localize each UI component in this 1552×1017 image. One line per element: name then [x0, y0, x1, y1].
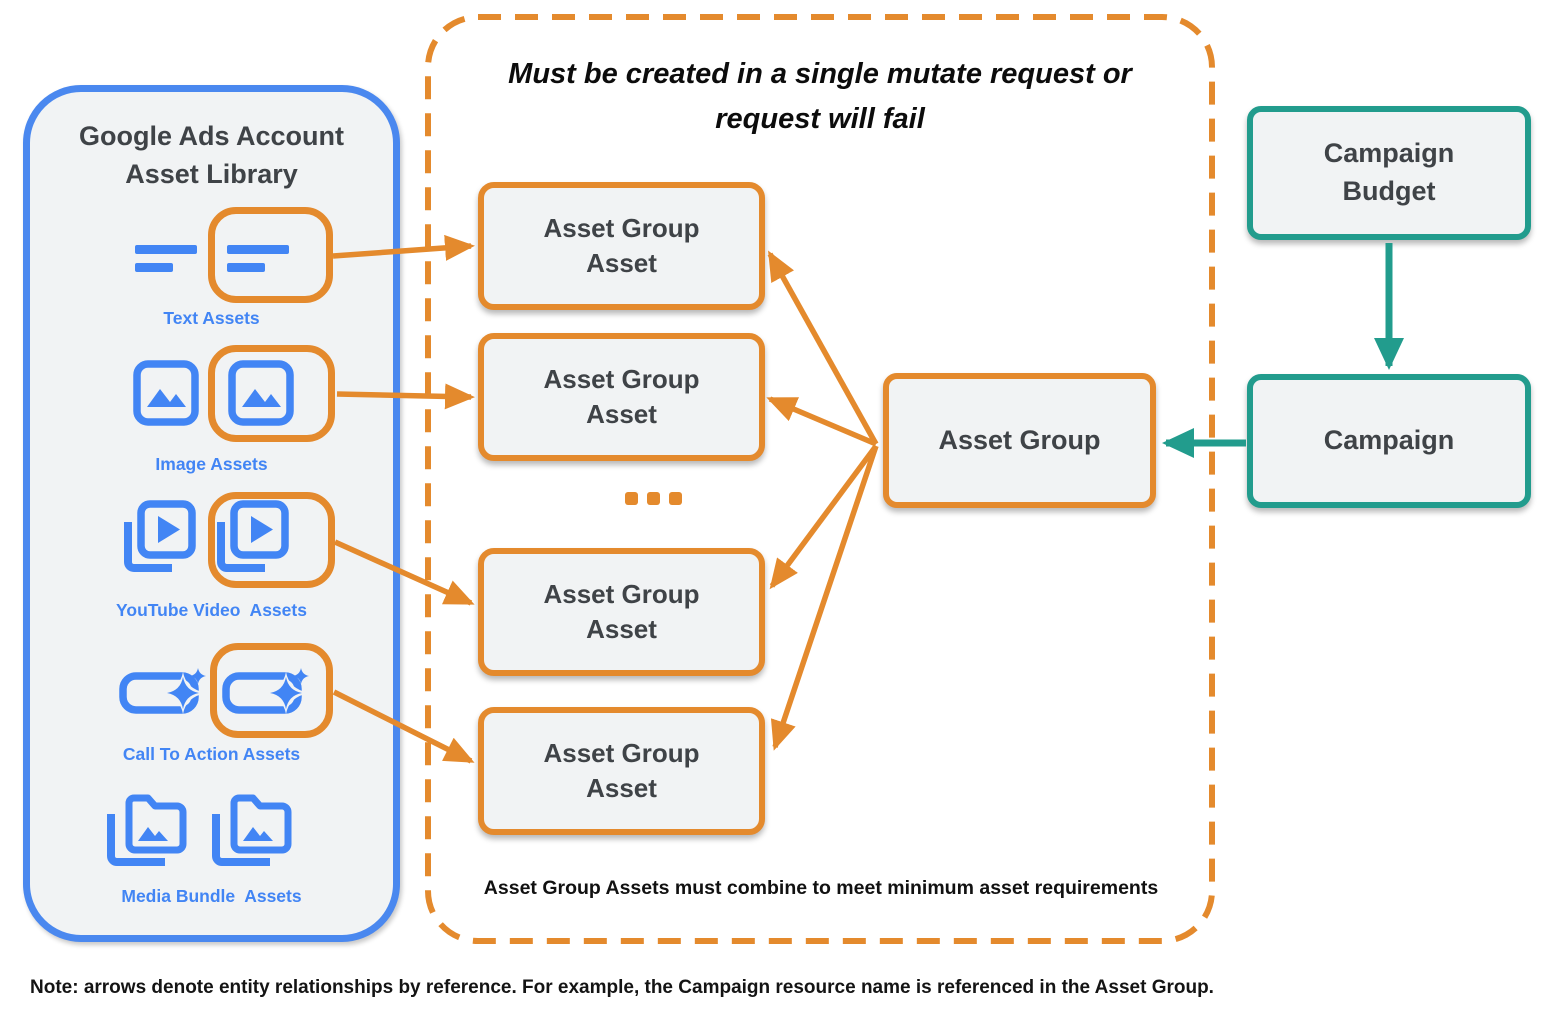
campaign-budget-label: Campaign Budget: [1323, 138, 1455, 206]
image-asset-icon: [228, 360, 294, 426]
campaign-label: Campaign: [1323, 425, 1455, 456]
text-asset-icon: [227, 243, 289, 279]
asset-group-asset-label: Asset Group Asset: [543, 212, 700, 278]
call-to-action-asset-icon: [222, 666, 314, 718]
arrow-asset-group-to-asset-group-asset-1: [767, 250, 879, 446]
asset-group-asset-box: Asset Group Asset: [478, 333, 765, 461]
image-asset-highlight-box: [208, 345, 335, 442]
youtube-video-asset-highlight-box: [208, 492, 335, 588]
asset-group-asset-box: Asset Group Asset: [478, 548, 765, 676]
text-assets-label: Text Assets: [163, 308, 260, 328]
asset-library-panel: Google Ads Account Asset Library Text As…: [23, 85, 400, 942]
text-asset-highlight-box: [208, 207, 333, 303]
youtube-video-asset-icon: [213, 500, 289, 576]
campaign-box: Campaign: [1247, 374, 1531, 508]
asset-group-box: Asset Group: [883, 373, 1156, 508]
asset-library-title: Google Ads Account Asset Library: [78, 121, 344, 189]
image-assets-label: Image Assets: [155, 454, 268, 474]
ellipsis-dots-icon: [625, 492, 682, 505]
mutate-panel-footnote: Asset Group Assets must combine to meet …: [483, 877, 1159, 899]
asset-group-asset-label: Asset Group Asset: [543, 737, 700, 803]
call-to-action-asset-highlight-box: [210, 643, 333, 738]
asset-group-asset-box: Asset Group Asset: [478, 707, 765, 835]
arrow-asset-group-to-asset-group-asset-2: [766, 396, 878, 447]
call-to-action-asset-icon: [119, 666, 211, 718]
asset-group-asset-box: Asset Group Asset: [478, 182, 765, 310]
campaign-budget-box: Campaign Budget: [1247, 106, 1531, 240]
arrow-asset-group-to-asset-group-asset-4: [770, 445, 879, 751]
asset-group-asset-label: Asset Group Asset: [543, 363, 700, 429]
arrow-asset-group-to-asset-group-asset-3: [769, 444, 879, 590]
asset-group-label: Asset Group: [938, 424, 1101, 455]
asset-group-asset-label: Asset Group Asset: [543, 578, 700, 644]
media-bundle-assets-label: Media Bundle Assets: [121, 886, 302, 906]
media-bundle-asset-icon: [210, 790, 302, 868]
youtube-video-asset-icon: [120, 500, 196, 576]
mutate-request-title: Must be created in a single mutate reque…: [508, 58, 1132, 135]
call-to-action-assets-label: Call To Action Assets: [122, 744, 301, 764]
youtube-video-assets-label: YouTube Video Assets: [116, 600, 307, 620]
diagram-note: Note: arrows denote entity relationships…: [30, 977, 1214, 998]
media-bundle-asset-icon: [105, 790, 197, 868]
text-asset-icon: [135, 243, 197, 279]
image-asset-icon: [133, 360, 199, 426]
